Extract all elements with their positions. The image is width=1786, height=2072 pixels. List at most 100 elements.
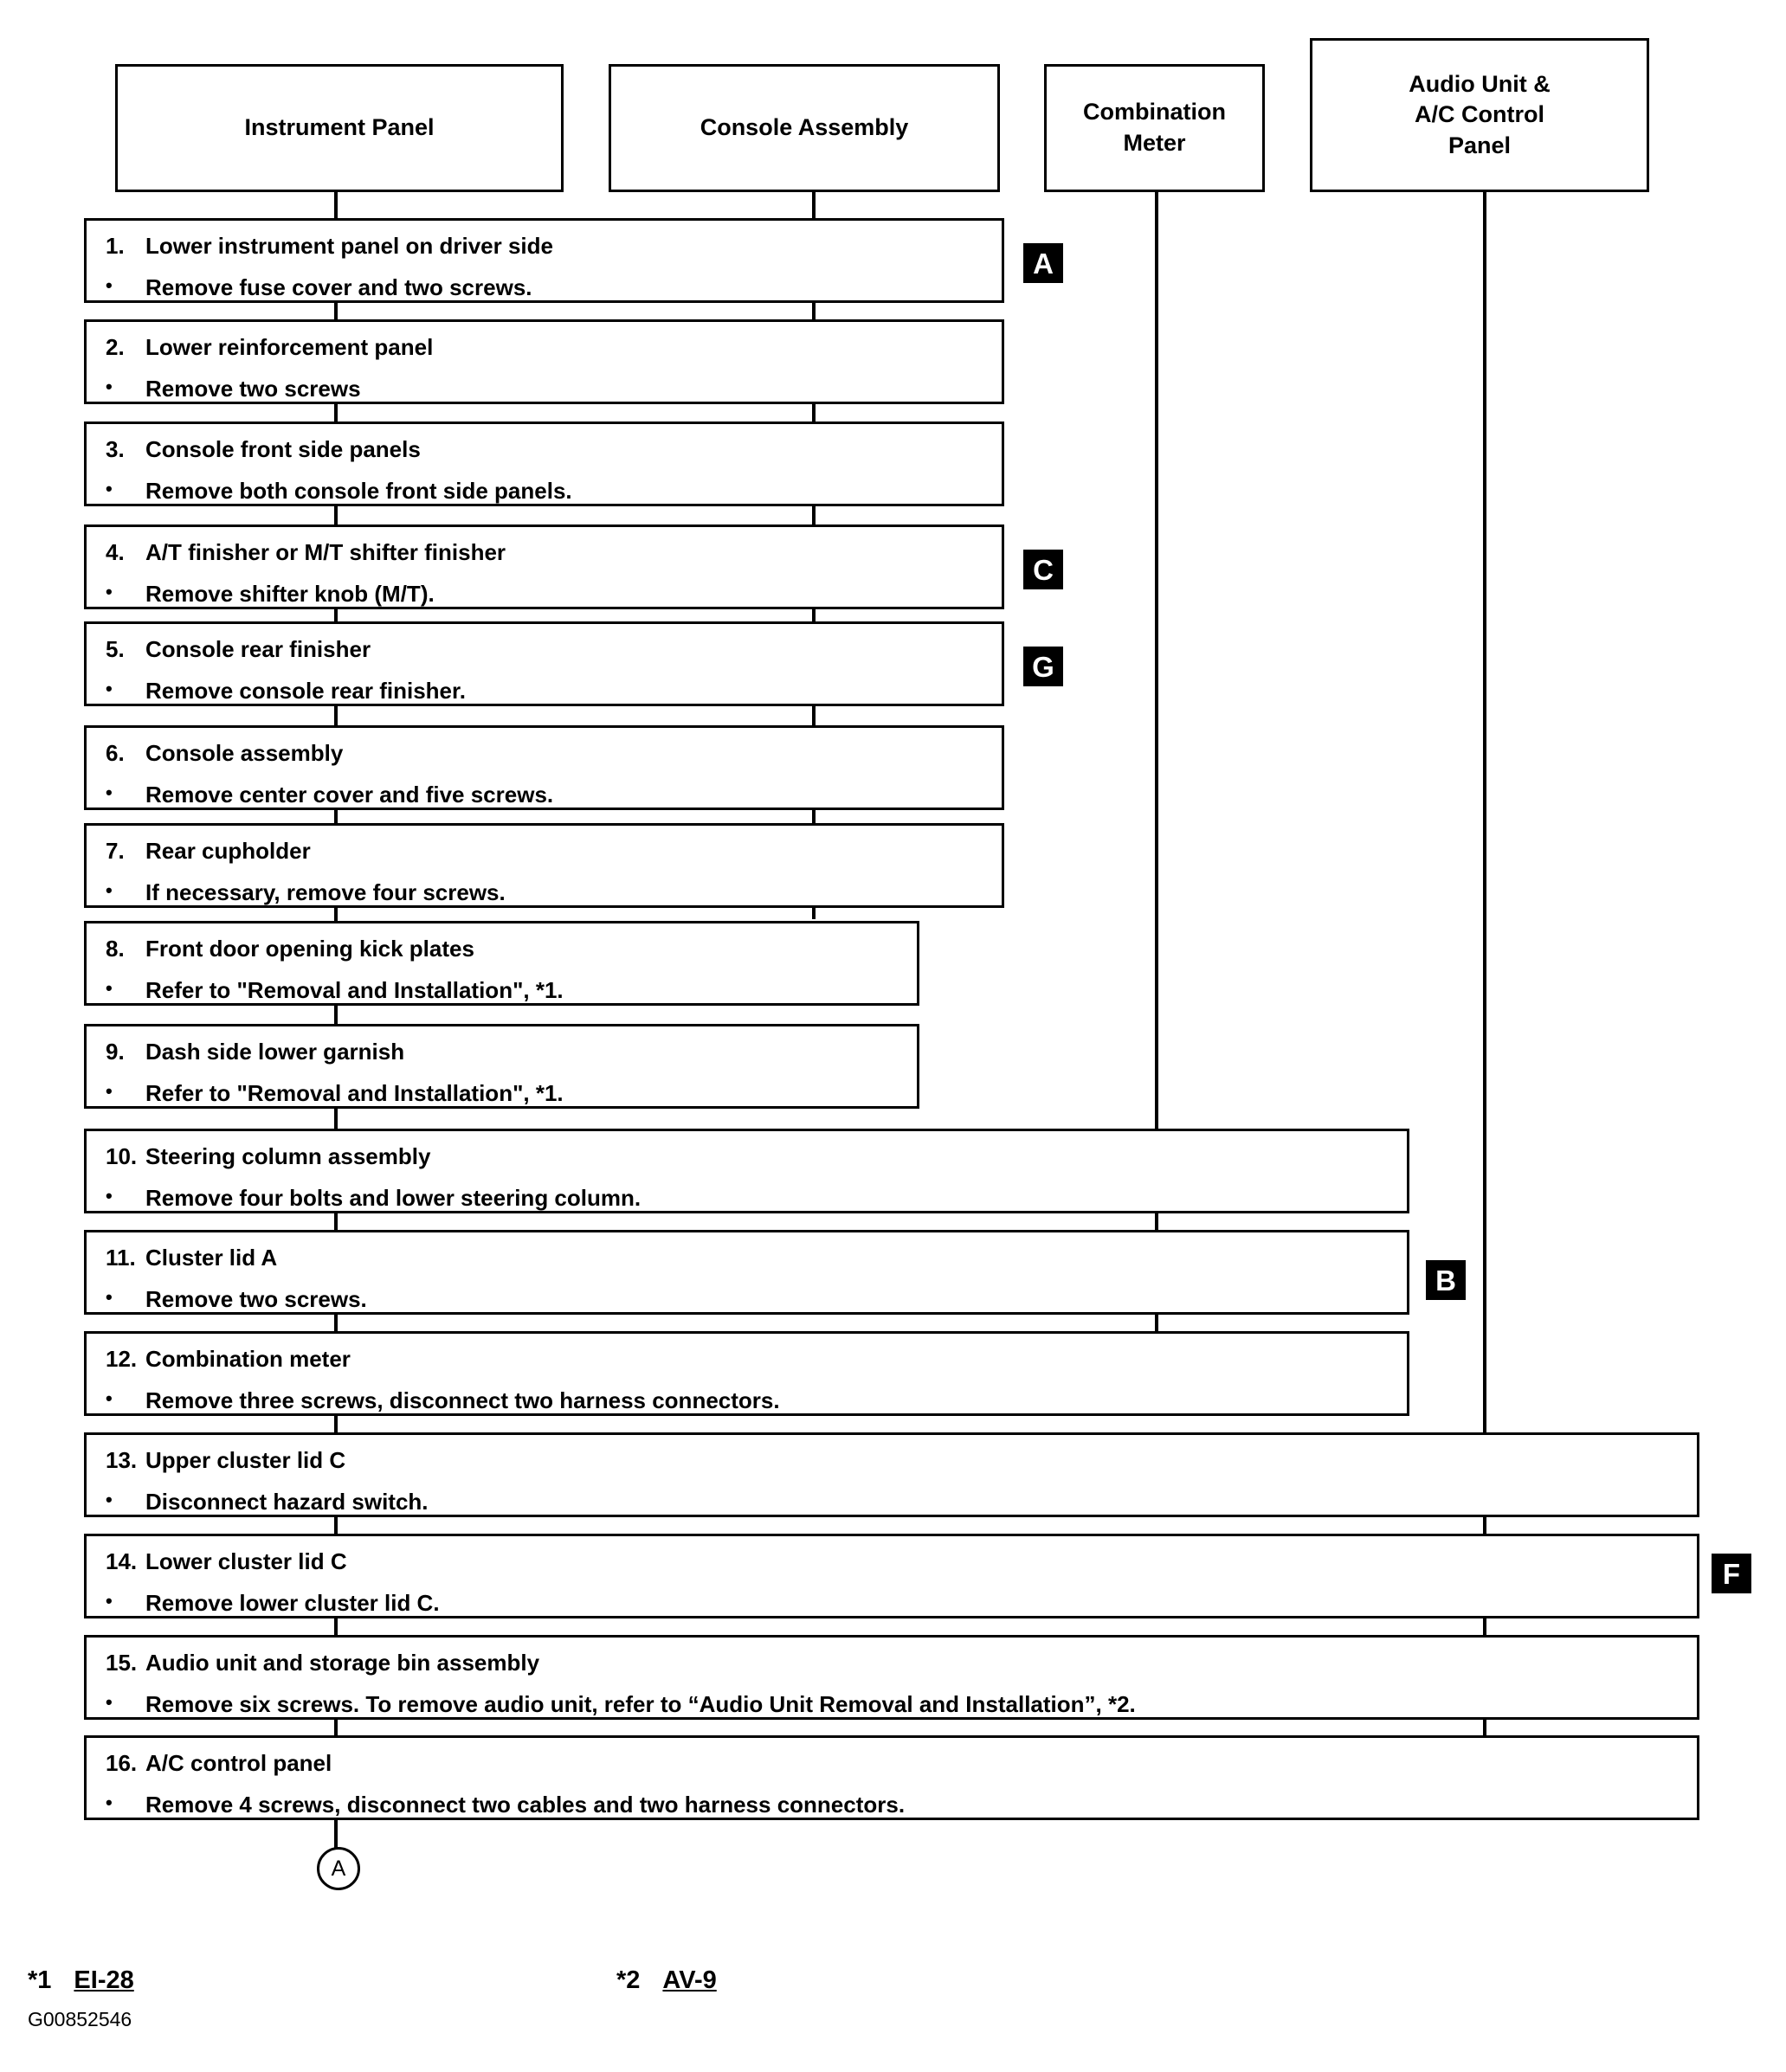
step-box: 3. Console front side panels • Remove bo…: [84, 421, 1004, 506]
step-title-text: Audio unit and storage bin assembly: [145, 1650, 540, 1676]
bullet-icon: •: [106, 478, 113, 499]
step-title-text: Console assembly: [145, 740, 344, 766]
step-title: 2. Lower reinforcement panel: [106, 336, 1002, 358]
step-detail-text: Remove console rear finisher.: [145, 678, 466, 704]
step-title: 6. Console assembly: [106, 742, 1002, 764]
step-title: 1. Lower instrument panel on driver side: [106, 235, 1002, 257]
bullet-icon: •: [106, 376, 113, 397]
bullet-icon: •: [106, 274, 113, 296]
step-title-text: Combination meter: [145, 1346, 351, 1372]
step-detail: • Remove four bolts and lower steering c…: [106, 1187, 1407, 1210]
reference-badge-label: B: [1435, 1264, 1456, 1297]
step-box: 4. A/T finisher or M/T shifter finisher …: [84, 524, 1004, 609]
step-title-text: Cluster lid A: [145, 1245, 278, 1271]
step-detail-text: Remove lower cluster lid C.: [145, 1590, 440, 1616]
step-number: 9.: [106, 1039, 125, 1065]
column-header-label: Instrument Panel: [244, 114, 435, 141]
footnote-marker: *1: [28, 1966, 52, 1994]
step-detail-text: Refer to "Removal and Installation", *1.: [145, 977, 564, 1003]
step-title-text: Lower instrument panel on driver side: [145, 233, 553, 259]
step-title: 12. Combination meter: [106, 1348, 1407, 1370]
reference-badge-a: A: [1023, 243, 1063, 283]
step-title-text: A/T finisher or M/T shifter finisher: [145, 539, 506, 565]
column-header-audio-unit-ac-control-panel: Audio Unit & A/C Control Panel: [1310, 38, 1649, 192]
step-detail-text: Refer to "Removal and Installation", *1.: [145, 1080, 564, 1106]
step-title: 3. Console front side panels: [106, 438, 1002, 460]
step-detail: • Remove both console front side panels.: [106, 478, 1002, 504]
bullet-icon: •: [106, 581, 113, 602]
step-title-text: Rear cupholder: [145, 838, 311, 864]
step-detail: • Remove center cover and five screws.: [106, 782, 1002, 808]
step-number: 12.: [106, 1346, 138, 1372]
step-detail: • Remove fuse cover and two screws.: [106, 276, 1002, 299]
connector-stem: [334, 1820, 338, 1855]
step-box: 8. Front door opening kick plates • Refe…: [84, 921, 919, 1006]
step-title: 7. Rear cupholder: [106, 840, 1002, 862]
column-header-instrument-panel: Instrument Panel: [115, 64, 564, 192]
step-box: 15. Audio unit and storage bin assembly …: [84, 1635, 1699, 1720]
step-box: 16. A/C control panel • Remove 4 screws,…: [84, 1735, 1699, 1820]
step-box: 1. Lower instrument panel on driver side…: [84, 218, 1004, 303]
step-box: 12. Combination meter • Remove three scr…: [84, 1331, 1409, 1416]
step-detail: • Remove 4 screws, disconnect two cables…: [106, 1792, 1697, 1817]
column-header-combination-meter: Combination Meter: [1044, 64, 1265, 192]
bullet-icon: •: [106, 879, 113, 901]
step-number: 2.: [106, 334, 125, 360]
step-title: 16. A/C control panel: [106, 1752, 1697, 1774]
step-title: 13. Upper cluster lid C: [106, 1449, 1697, 1471]
step-detail: • Remove lower cluster lid C.: [106, 1590, 1697, 1616]
bullet-icon: •: [106, 1691, 113, 1713]
step-number: 5.: [106, 636, 125, 662]
step-title-text: A/C control panel: [145, 1750, 332, 1776]
step-number: 16.: [106, 1750, 138, 1776]
step-number: 13.: [106, 1447, 138, 1473]
step-detail: • Remove two screws: [106, 376, 1002, 402]
step-detail: • Remove two screws.: [106, 1286, 1407, 1312]
spine-audio-unit: [1483, 192, 1486, 1793]
reference-badge-label: A: [1033, 247, 1054, 280]
step-detail-text: Disconnect hazard switch.: [145, 1489, 429, 1515]
step-detail: • Disconnect hazard switch.: [106, 1489, 1697, 1515]
step-title: 8. Front door opening kick plates: [106, 937, 917, 960]
bullet-icon: •: [106, 1489, 113, 1510]
step-detail-text: Remove both console front side panels.: [145, 478, 572, 504]
step-detail-text: Remove shifter knob (M/T).: [145, 581, 435, 607]
step-detail: • Remove shifter knob (M/T).: [106, 581, 1002, 607]
reference-badge-b: B: [1426, 1260, 1466, 1300]
step-box: 10. Steering column assembly • Remove fo…: [84, 1129, 1409, 1213]
reference-badge-f: F: [1712, 1554, 1751, 1593]
step-title: 10. Steering column assembly: [106, 1145, 1407, 1168]
footnote-link[interactable]: AV-9: [662, 1966, 717, 1994]
step-box: 7. Rear cupholder • If necessary, remove…: [84, 823, 1004, 908]
continuation-reference-label: A: [331, 1856, 346, 1881]
step-detail-text: Remove six screws. To remove audio unit,…: [145, 1691, 1136, 1717]
column-header-label: Audio Unit & A/C Control Panel: [1409, 70, 1551, 158]
step-detail: • Refer to "Removal and Installation", *…: [106, 977, 917, 1003]
reference-badge-label: F: [1722, 1557, 1741, 1590]
step-title: 9. Dash side lower garnish: [106, 1040, 917, 1063]
step-title-text: Upper cluster lid C: [145, 1447, 346, 1473]
column-header-console-assembly: Console Assembly: [609, 64, 1000, 192]
step-number: 1.: [106, 233, 125, 259]
step-detail-text: Remove two screws.: [145, 1286, 367, 1312]
step-detail-text: If necessary, remove four screws.: [145, 879, 506, 905]
step-box: 5. Console rear finisher • Remove consol…: [84, 621, 1004, 706]
step-detail-text: Remove two screws: [145, 376, 361, 402]
step-box: 2. Lower reinforcement panel • Remove tw…: [84, 319, 1004, 404]
step-title-text: Lower reinforcement panel: [145, 334, 434, 360]
step-title-text: Console front side panels: [145, 436, 421, 462]
footnote-1: *1 EI-28: [28, 1966, 134, 1995]
spine-combination-meter: [1155, 192, 1158, 1378]
step-number: 6.: [106, 740, 125, 766]
footnote-link[interactable]: EI-28: [74, 1966, 134, 1994]
step-detail-text: Remove center cover and five screws.: [145, 782, 554, 808]
step-number: 14.: [106, 1548, 138, 1574]
step-title-text: Console rear finisher: [145, 636, 371, 662]
footnote-marker: *2: [616, 1966, 641, 1994]
bullet-icon: •: [106, 1792, 113, 1813]
step-detail: • Refer to "Removal and Installation", *…: [106, 1080, 917, 1106]
step-number: 8.: [106, 936, 125, 962]
bullet-icon: •: [106, 1387, 113, 1409]
step-title: 11. Cluster lid A: [106, 1246, 1407, 1269]
